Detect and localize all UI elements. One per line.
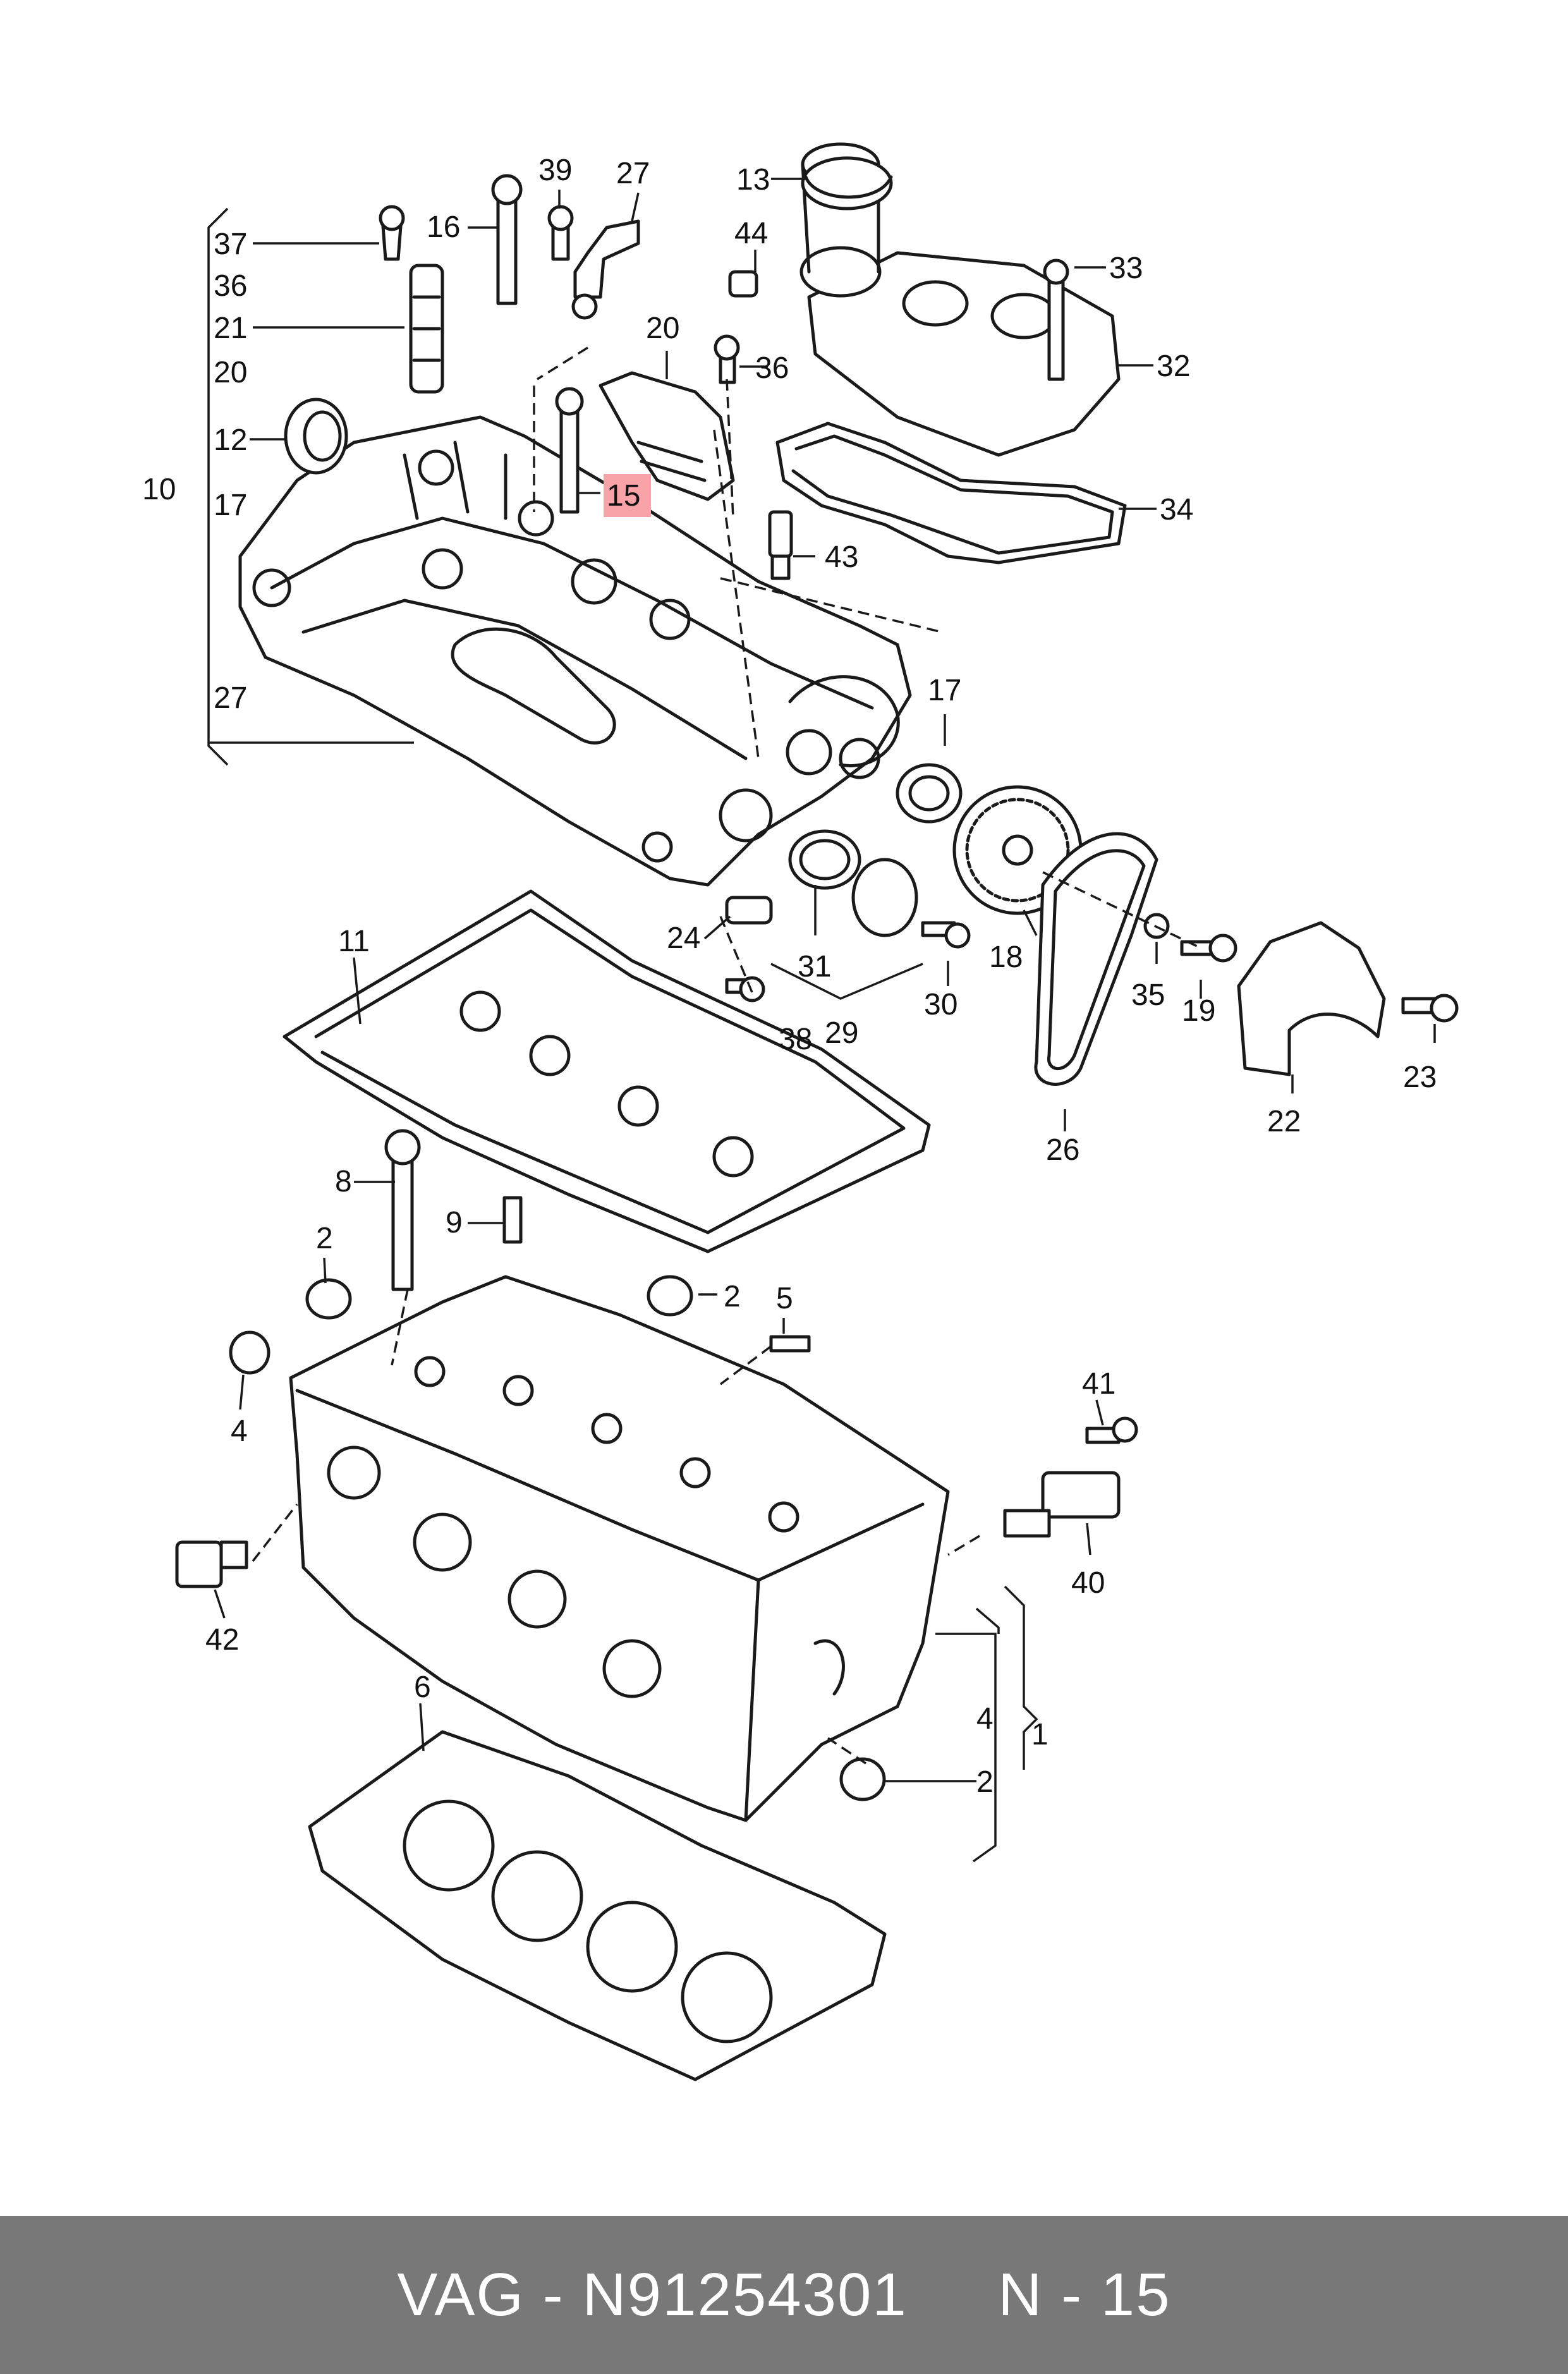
callout-27: 27 [214, 681, 247, 715]
callout-5: 5 [776, 1282, 793, 1315]
bolt-41 [1085, 1416, 1138, 1444]
callout-32: 32 [1157, 350, 1190, 383]
callout-38: 38 [779, 1023, 812, 1056]
callout-37: 37 [214, 228, 247, 261]
callout-31: 31 [798, 950, 831, 983]
leader-lines [207, 178, 1436, 1863]
callout-43: 43 [825, 540, 858, 574]
callout-19: 19 [1182, 994, 1215, 1028]
callout-9: 9 [446, 1206, 463, 1239]
plug-2c [839, 1757, 886, 1801]
head-gasket-6 [308, 1730, 887, 2081]
callout-4: 4 [976, 1702, 994, 1736]
callout-22: 22 [1267, 1105, 1301, 1138]
callout-27: 27 [616, 157, 650, 190]
pin-5 [769, 1335, 811, 1353]
callout-17: 17 [928, 674, 961, 707]
sensor-27 [571, 219, 640, 320]
bolt-15-highlighted [555, 387, 584, 514]
stud-9 [502, 1196, 523, 1244]
plug-4 [229, 1330, 270, 1375]
callout-24: 24 [667, 922, 700, 955]
callout-4: 4 [231, 1415, 248, 1448]
callout-2: 2 [316, 1222, 333, 1255]
cap-13 [801, 156, 893, 210]
sensor-24 [725, 896, 773, 925]
gasket-34 [775, 422, 1127, 564]
callout-36: 36 [214, 269, 247, 303]
fitting-44 [728, 270, 758, 298]
callout-29: 29 [825, 1016, 858, 1050]
callout-18: 18 [989, 940, 1023, 974]
callout-6: 6 [414, 1671, 431, 1704]
callout-20: 20 [214, 356, 247, 389]
bolt-38 [725, 976, 765, 1002]
callout-23: 23 [1403, 1061, 1437, 1094]
camshaft-housing [238, 415, 912, 887]
seal-ring-12 [284, 398, 348, 475]
bolt-30 [921, 921, 971, 949]
plug-2a [305, 1278, 352, 1320]
callout-10: 10 [142, 473, 176, 506]
bolt-36 [714, 334, 740, 384]
callout-21: 21 [214, 312, 247, 345]
callout-2: 2 [976, 1765, 994, 1799]
plug-2b [647, 1275, 693, 1317]
callout-33: 33 [1109, 252, 1143, 285]
callout-20: 20 [646, 312, 679, 345]
callout-39: 39 [538, 154, 572, 187]
callout-34: 34 [1160, 493, 1193, 527]
callout-17: 17 [214, 489, 247, 522]
callout-16: 16 [427, 210, 460, 244]
callout-30: 30 [924, 988, 957, 1021]
callout-8: 8 [335, 1165, 352, 1198]
bolt-8 [384, 1129, 421, 1291]
toothed-belt-26 [1034, 832, 1158, 1086]
bolt-33 [1043, 259, 1069, 381]
sensor-40 [1003, 1471, 1121, 1538]
bolt-39 [547, 205, 574, 261]
callout-1: 1 [1031, 1718, 1048, 1751]
ignition-coil-20 [599, 371, 735, 501]
o-ring-31 [788, 829, 861, 890]
adjusting-valve-assembly [379, 205, 444, 394]
callout-13: 13 [736, 163, 770, 197]
callout-44: 44 [734, 217, 768, 250]
highlight-box-15 [604, 474, 651, 517]
callout-labels: 37 36 21 20 12 10 17 27 16 39 27 13 44 3… [142, 154, 1437, 1799]
dashed-alignment-lines [252, 346, 1201, 1765]
callout-12: 12 [214, 423, 247, 457]
cylinder-head [289, 1275, 950, 1822]
bolt-19 [1180, 934, 1237, 963]
seal-17 [896, 763, 963, 824]
exploded-parts-diagram: 37 36 21 20 12 10 17 27 16 39 27 13 44 3… [142, 142, 1459, 2081]
part-number-text: VAG - N91254301 N - 15 [397, 2261, 1171, 2328]
cover-29 [851, 858, 918, 937]
callout-40: 40 [1071, 1566, 1105, 1600]
callout-35: 35 [1131, 978, 1165, 1012]
callout-41: 41 [1082, 1367, 1115, 1401]
callout-11: 11 [338, 925, 370, 958]
bolt-23 [1401, 994, 1459, 1023]
callout-26: 26 [1046, 1133, 1079, 1167]
callout-42: 42 [205, 1623, 239, 1657]
belt-cover-22 [1237, 921, 1386, 1076]
gasket-11 [283, 889, 931, 1253]
callout-15: 15 [607, 479, 640, 513]
part-number-footer: VAG - N91254301 N - 15 [0, 2216, 1568, 2374]
bolt-16 [491, 174, 523, 305]
callout-2: 2 [724, 1280, 741, 1313]
sensor-42 [175, 1540, 248, 1588]
callout-36: 36 [755, 351, 789, 385]
sender-43 [768, 510, 793, 580]
